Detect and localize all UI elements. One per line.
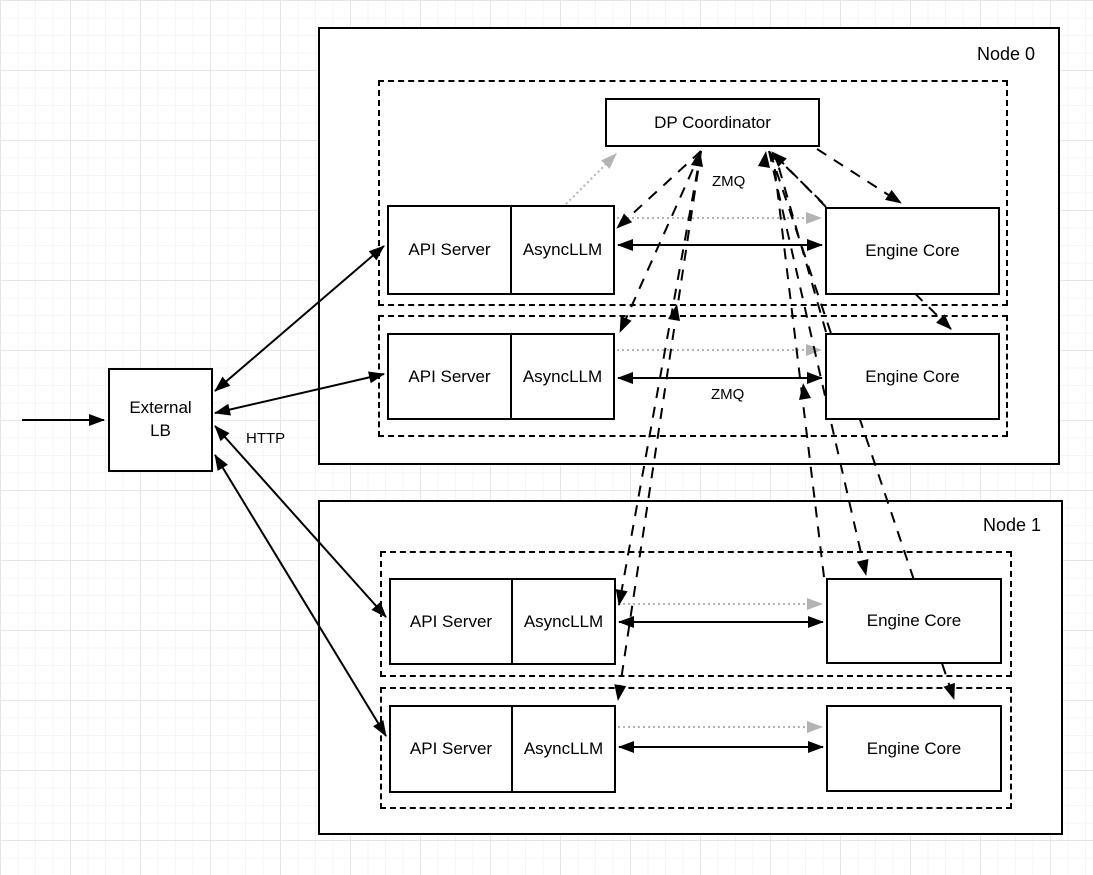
api-server-box-n1r0: API Server bbox=[409, 611, 493, 631]
edge-coord-engine-n1r0-out bbox=[768, 150, 869, 576]
engine-core-label-n0r0: Engine Core bbox=[865, 241, 960, 260]
node0-label: Node 0 bbox=[977, 44, 1036, 64]
engine-core-label-n0r1: Engine Core bbox=[865, 366, 960, 386]
edge-lb-api-n1r1 bbox=[214, 454, 387, 737]
external-lb-box: External LB bbox=[108, 368, 213, 472]
external-lb-label-line1: External bbox=[129, 398, 192, 418]
zmq-label-coordinator: ZMQ bbox=[712, 173, 746, 190]
arrowhead-coordinator-left bbox=[691, 150, 703, 167]
node1-label: Node 1 bbox=[983, 515, 1042, 535]
node1-rank1-group bbox=[380, 687, 1012, 809]
external-lb-label-line2: LB bbox=[150, 421, 171, 440]
arrowhead-mid-right-fan bbox=[799, 383, 811, 400]
dp-coordinator-label: DP Coordinator bbox=[654, 112, 771, 132]
api-server-box-n0r0: API Server bbox=[408, 240, 491, 259]
api-server-box-n1r1: API Server bbox=[409, 739, 493, 758]
edge-engine-coord-n0r0-ret bbox=[771, 151, 827, 208]
edge-lb-api-n1r0 bbox=[214, 425, 387, 618]
edge-coord-engine-n0r0-out bbox=[816, 148, 902, 204]
asyncllm-box-n1r0: AsyncLLM bbox=[511, 580, 614, 663]
asyncllm-box-n1r1: AsyncLLM bbox=[511, 707, 614, 791]
engine-core-box-n1r1: Engine Core bbox=[826, 705, 1002, 792]
edge-lb-api-n0r0 bbox=[214, 245, 385, 392]
node0-rank0-group bbox=[378, 80, 1008, 306]
api-asyncllm-pair-n1r0: API Server AsyncLLM bbox=[389, 578, 616, 665]
engine-core-label-n1r0: Engine Core bbox=[866, 611, 962, 630]
api-asyncllm-pair-n0r0: API Server AsyncLLM bbox=[387, 205, 615, 295]
edge-llm-coordinator-dotted bbox=[565, 153, 617, 205]
zmq-label-row: ZMQ bbox=[711, 386, 745, 403]
asyncllm-box-n0r1: AsyncLLM bbox=[510, 335, 613, 418]
engine-core-box-n0r0: Engine Core bbox=[825, 207, 1000, 295]
edge-coord-llm-n1r1 bbox=[614, 150, 702, 701]
asyncllm-box-n0r0: AsyncLLM bbox=[510, 207, 613, 293]
engine-core-label-n1r1: Engine Core bbox=[866, 738, 962, 758]
dp-coordinator-box: DP Coordinator bbox=[605, 98, 820, 147]
edge-coord-llm-n0r1 bbox=[619, 150, 702, 333]
engine-core-box-n1r0: Engine Core bbox=[826, 578, 1002, 664]
http-label: HTTP bbox=[246, 430, 286, 447]
api-asyncllm-pair-n1r1: API Server AsyncLLM bbox=[389, 705, 616, 793]
api-asyncllm-pair-n0r1: API Server AsyncLLM bbox=[387, 333, 615, 420]
arrowhead-coordinator-right bbox=[758, 151, 770, 168]
engine-core-box-n0r1: Engine Core bbox=[825, 333, 1000, 420]
edge-coord-llm-n1r0 bbox=[615, 150, 702, 606]
edge-engine-coord-n0r1-ret bbox=[774, 153, 827, 333]
arrowhead-mid-left-fan bbox=[668, 304, 680, 321]
edge-lb-api-n0r1 bbox=[214, 371, 385, 416]
api-server-box-n0r1: API Server bbox=[408, 366, 491, 386]
